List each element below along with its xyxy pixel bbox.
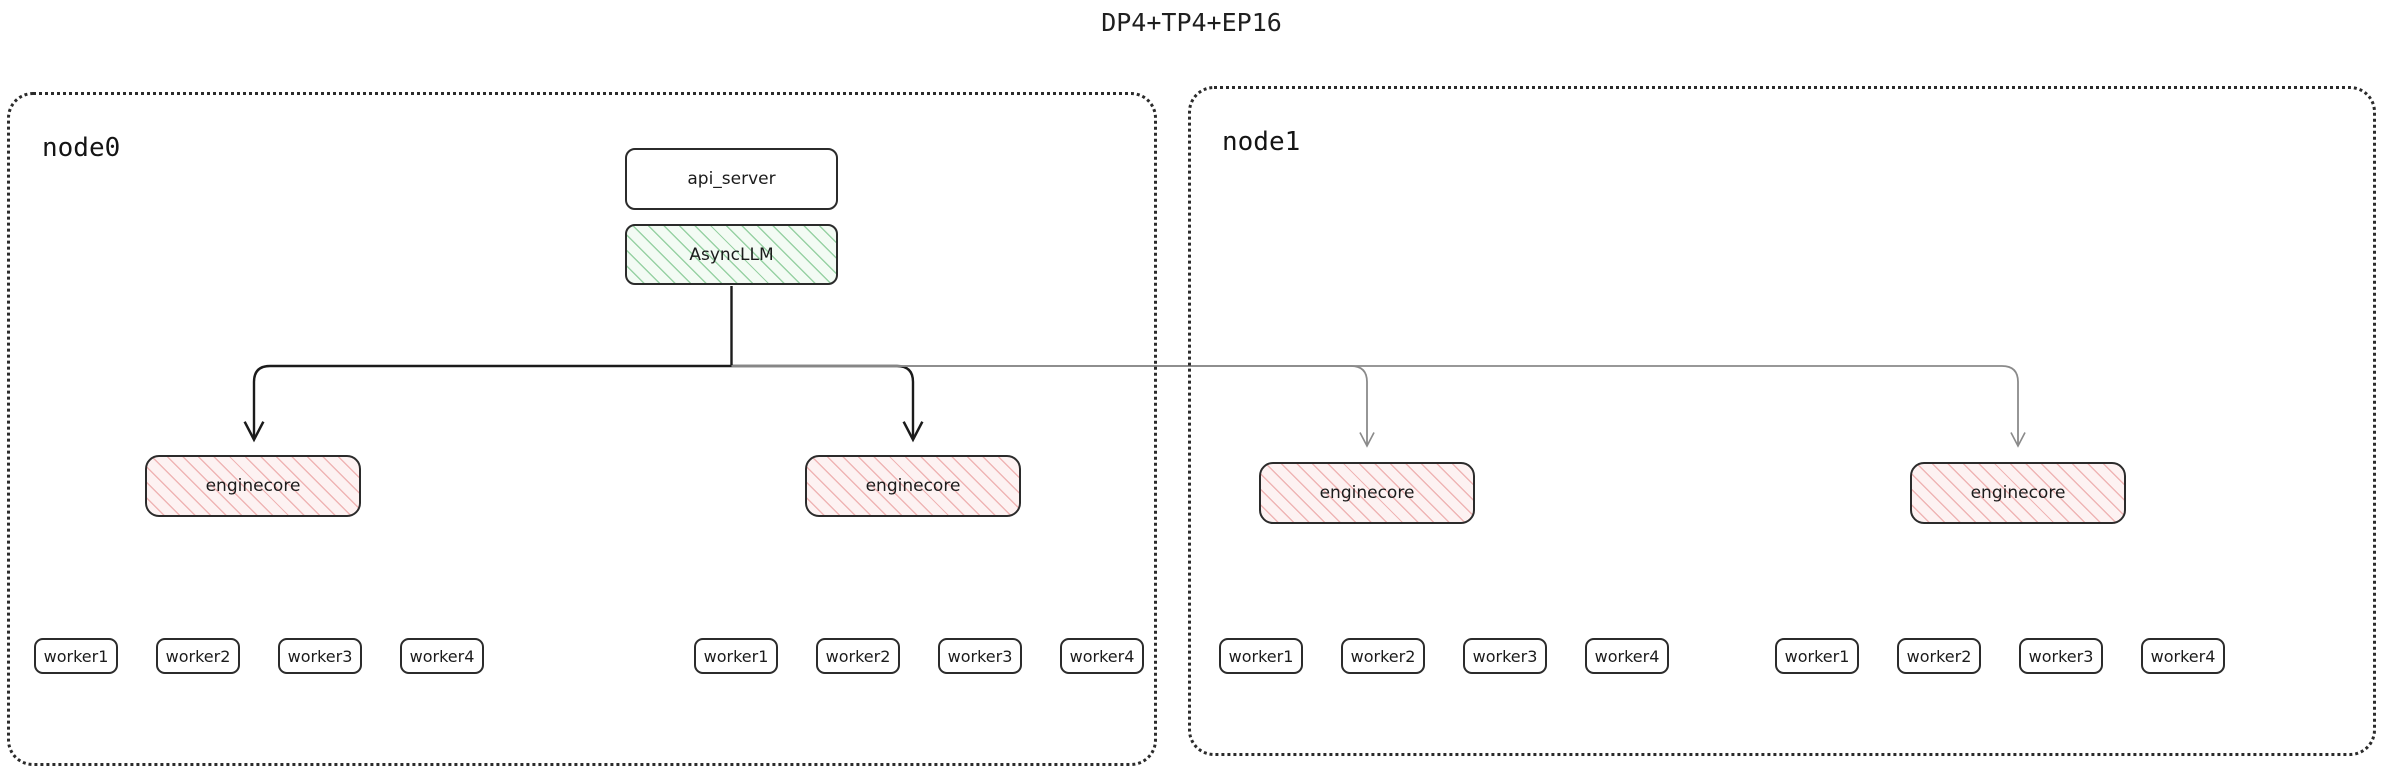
worker-box[interactable]: worker4 [1585,638,1669,674]
worker-box[interactable]: worker3 [938,638,1022,674]
page-title: DP4+TP4+EP16 [1101,8,1282,37]
api-server-box[interactable]: api_server [625,148,838,210]
node-label-node0: node0 [42,133,121,163]
worker-box[interactable]: worker1 [34,638,118,674]
worker-row: worker1 worker2 worker3 worker4 [1219,638,1669,674]
enginecore-box[interactable]: enginecore [805,455,1021,517]
worker-box[interactable]: worker2 [156,638,240,674]
worker-box[interactable]: worker3 [278,638,362,674]
worker-box[interactable]: worker2 [1897,638,1981,674]
worker-box[interactable]: worker1 [694,638,778,674]
worker-row: worker1 worker2 worker3 worker4 [1775,638,2225,674]
async-llm-box[interactable]: AsyncLLM [625,224,838,285]
worker-box[interactable]: worker4 [2141,638,2225,674]
worker-box[interactable]: worker1 [1775,638,1859,674]
worker-box[interactable]: worker2 [816,638,900,674]
node-label-node1: node1 [1222,127,1301,157]
worker-box[interactable]: worker1 [1219,638,1303,674]
worker-box[interactable]: worker3 [1463,638,1547,674]
edge-async-to-enginecore-3 [731,365,2026,448]
worker-box[interactable]: worker4 [1060,638,1144,674]
worker-box[interactable]: worker3 [2019,638,2103,674]
enginecore-box[interactable]: enginecore [145,455,361,517]
edge-async-to-enginecore-0 [254,364,732,437]
node-container-node0 [7,92,1157,766]
worker-row: worker1 worker2 worker3 worker4 [694,638,1144,674]
node-container-node1 [1188,86,2376,756]
worker-box[interactable]: worker4 [400,638,484,674]
enginecore-box[interactable]: enginecore [1910,462,2126,524]
worker-row: worker1 worker2 worker3 worker4 [34,638,484,674]
worker-box[interactable]: worker2 [1341,638,1425,674]
enginecore-box[interactable]: enginecore [1259,462,1475,524]
